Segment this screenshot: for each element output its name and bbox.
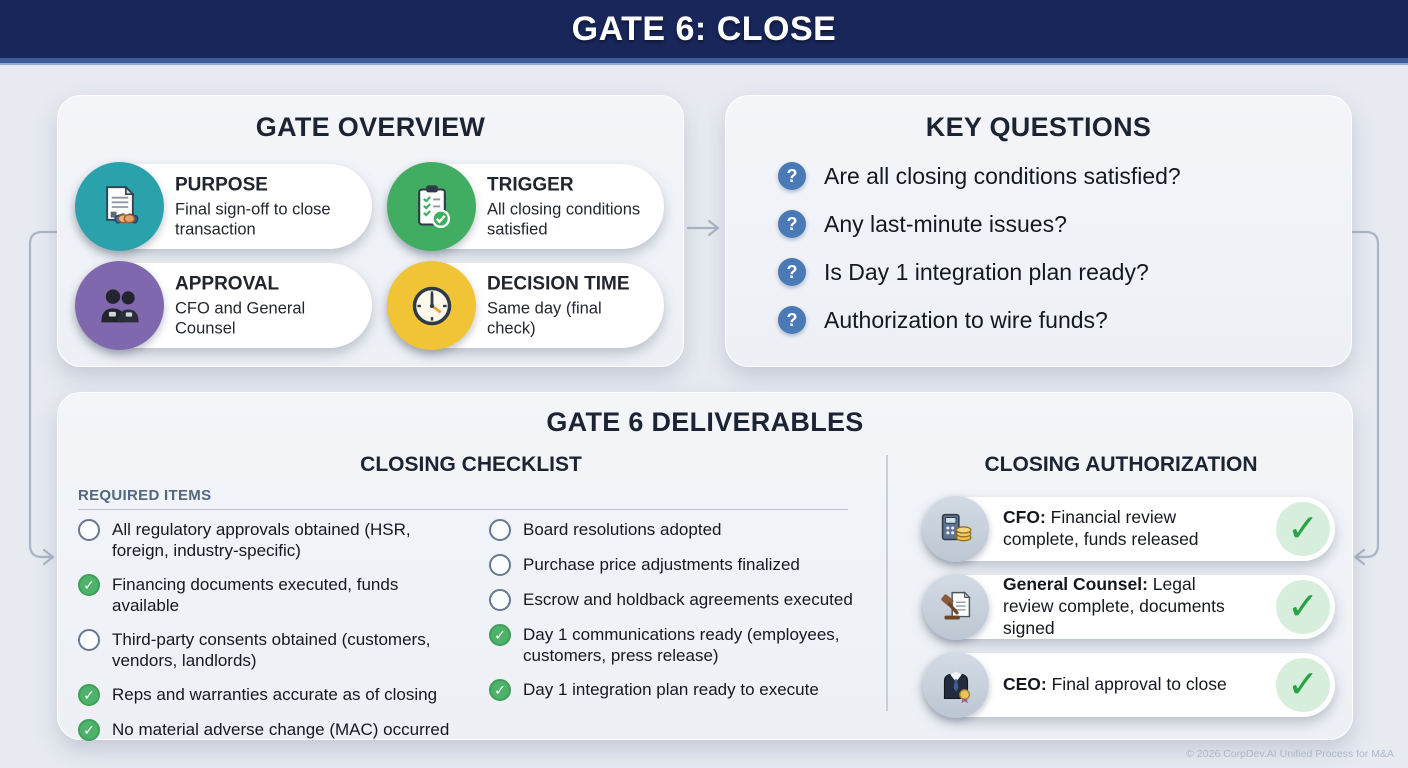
checkbox-circle-icon	[78, 519, 100, 541]
checklist-item-text: Financing documents executed, funds avai…	[112, 575, 399, 616]
overview-item-desc: CFO and General Counsel	[175, 298, 306, 337]
authorization-text: CFO: Financial review complete, funds re…	[1003, 507, 1251, 551]
arrow-right-to-deliverables	[1348, 230, 1380, 559]
checkbox-circle-icon	[489, 624, 511, 646]
checklist-item-text: Escrow and holdback agreements executed	[523, 590, 853, 609]
question-row: Are all closing conditions satisfied?	[778, 162, 1321, 190]
checklist-right-column: Board resolutions adopted Purchase price…	[489, 519, 867, 702]
authorization-role: General Counsel:	[1003, 574, 1148, 595]
question-text: Are all closing conditions satisfied?	[824, 162, 1181, 189]
document-handshake-icon	[75, 162, 164, 251]
question-text: Is Day 1 integration plan ready?	[824, 258, 1149, 285]
deliverables-title: GATE 6 DELIVERABLES	[546, 407, 864, 437]
checkbox-circle-icon	[78, 629, 100, 652]
overview-item-title: PURPOSE	[175, 173, 268, 195]
checklist-item-text: Board resolutions adopted	[523, 520, 722, 539]
closing-authorization-title: CLOSING AUTHORIZATION	[984, 453, 1258, 476]
approved-check-icon	[1276, 658, 1330, 712]
gate-overview-title: GATE OVERVIEW	[255, 112, 486, 142]
clock-icon	[387, 261, 476, 350]
checkbox-circle-icon	[489, 554, 511, 576]
checkbox-circle-icon	[78, 574, 100, 597]
overview-item-title: TRIGGER	[487, 173, 574, 195]
calculator-coins-icon	[923, 496, 989, 562]
authorization-role: CFO:	[1003, 507, 1046, 528]
authorization-detail: Final approval to close	[1046, 674, 1227, 695]
deliverables-card: GATE 6 DELIVERABLES CLOSING CHECKLIST RE…	[57, 392, 1353, 742]
checklist-item-text: All regulatory approvals obtained (HSR, …	[112, 520, 411, 561]
checklist-item: All regulatory approvals obtained (HSR, …	[78, 519, 470, 561]
checklist-item: Financing documents executed, funds avai…	[78, 574, 470, 616]
overview-item-desc: Same day (final check)	[487, 298, 602, 337]
authorization-row-cfo: CFO: Financial review complete, funds re…	[923, 496, 1335, 562]
checkbox-circle-icon	[489, 519, 511, 541]
checklist-item-text: Third-party consents obtained (customers…	[112, 630, 431, 671]
executive-suit-icon	[923, 652, 989, 718]
checklist-left-column: All regulatory approvals obtained (HSR, …	[78, 519, 470, 742]
checklist-item: Day 1 communications ready (employees, c…	[489, 624, 867, 666]
checklist-item-text: Reps and warranties accurate as of closi…	[112, 685, 438, 705]
authorization-detail: Legal review complete, documents signed	[1003, 574, 1225, 638]
question-row: Authorization to wire funds?	[778, 306, 1321, 334]
copyright-note: © 2026 CorpDev.AI Unified Process for M&…	[1186, 748, 1394, 760]
clipboard-checklist-icon	[387, 162, 476, 251]
checklist-item: Third-party consents obtained (customers…	[78, 629, 470, 671]
vertical-divider	[886, 455, 888, 711]
overview-item-desc: Final sign-off to close transaction	[175, 199, 331, 238]
checklist-item-text: Day 1 integration plan ready to execute	[523, 680, 819, 700]
approved-check-icon	[1276, 502, 1330, 556]
checklist-item: Board resolutions adopted	[489, 519, 867, 541]
page-title: GATE 6: CLOSE	[571, 9, 837, 48]
authorization-detail: Financial review complete, funds release…	[1003, 507, 1199, 549]
checklist-item: Day 1 integration plan ready to execute	[489, 679, 867, 702]
checklist-item: Reps and warranties accurate as of closi…	[78, 684, 470, 707]
closing-checklist-title: CLOSING CHECKLIST	[360, 453, 582, 476]
gate-overview-card: GATE OVERVIEW PURPOSE Final sign-off to …	[57, 95, 684, 367]
required-items-label: REQUIRED ITEMS	[78, 487, 212, 504]
overview-item-trigger: TRIGGER All closing conditions satisfied	[387, 162, 664, 251]
checklist-item: No material adverse change (MAC) occurre…	[78, 719, 470, 742]
question-mark-icon	[778, 258, 806, 286]
question-row: Any last-minute issues?	[778, 210, 1321, 238]
key-questions-title: KEY QUESTIONS	[925, 112, 1152, 142]
header-accent-line	[0, 63, 1408, 65]
checklist-item: Escrow and holdback agreements executed	[489, 589, 867, 611]
overview-item-decision-time: DECISION TIME Same day (final check)	[387, 261, 664, 350]
checklist-item-text: Purchase price adjustments finalized	[523, 555, 800, 574]
checklist-item-text: Day 1 communications ready (employees, c…	[523, 625, 840, 666]
section-divider	[78, 509, 848, 510]
overview-item-purpose: PURPOSE Final sign-off to close transact…	[75, 162, 372, 251]
checkbox-circle-icon	[78, 684, 100, 707]
checklist-item: Purchase price adjustments finalized	[489, 554, 867, 576]
gavel-document-icon	[923, 574, 989, 640]
authorization-text: CEO: Final approval to close	[1003, 674, 1251, 696]
overview-item-desc: All closing conditions satisfied	[487, 199, 641, 238]
checklist-item-text: No material adverse change (MAC) occurre…	[112, 720, 450, 740]
key-questions-card: KEY QUESTIONS Are all closing conditions…	[725, 95, 1352, 367]
overview-item-approval: APPROVAL CFO and General Counsel	[75, 261, 372, 350]
question-text: Authorization to wire funds?	[824, 306, 1108, 333]
authorization-text: General Counsel: Legal review complete, …	[1003, 574, 1251, 640]
arrow-left-to-deliverables	[28, 230, 60, 559]
question-mark-icon	[778, 306, 806, 334]
header-bar: GATE 6: CLOSE	[0, 0, 1408, 58]
executives-people-icon	[75, 261, 164, 350]
question-text: Any last-minute issues?	[824, 210, 1067, 237]
overview-item-title: APPROVAL	[175, 272, 280, 294]
header-accent-band	[0, 58, 1408, 63]
authorization-row-general-counsel: General Counsel: Legal review complete, …	[923, 574, 1335, 640]
question-mark-icon	[778, 210, 806, 238]
question-row: Is Day 1 integration plan ready?	[778, 258, 1321, 286]
authorization-row-ceo: CEO: Final approval to close	[923, 652, 1335, 718]
authorization-role: CEO:	[1003, 674, 1047, 695]
question-mark-icon	[778, 162, 806, 190]
checkbox-circle-icon	[489, 679, 511, 702]
overview-item-title: DECISION TIME	[487, 272, 630, 294]
approved-check-icon	[1276, 580, 1330, 634]
checkbox-circle-icon	[78, 719, 100, 742]
checkbox-circle-icon	[489, 589, 511, 611]
